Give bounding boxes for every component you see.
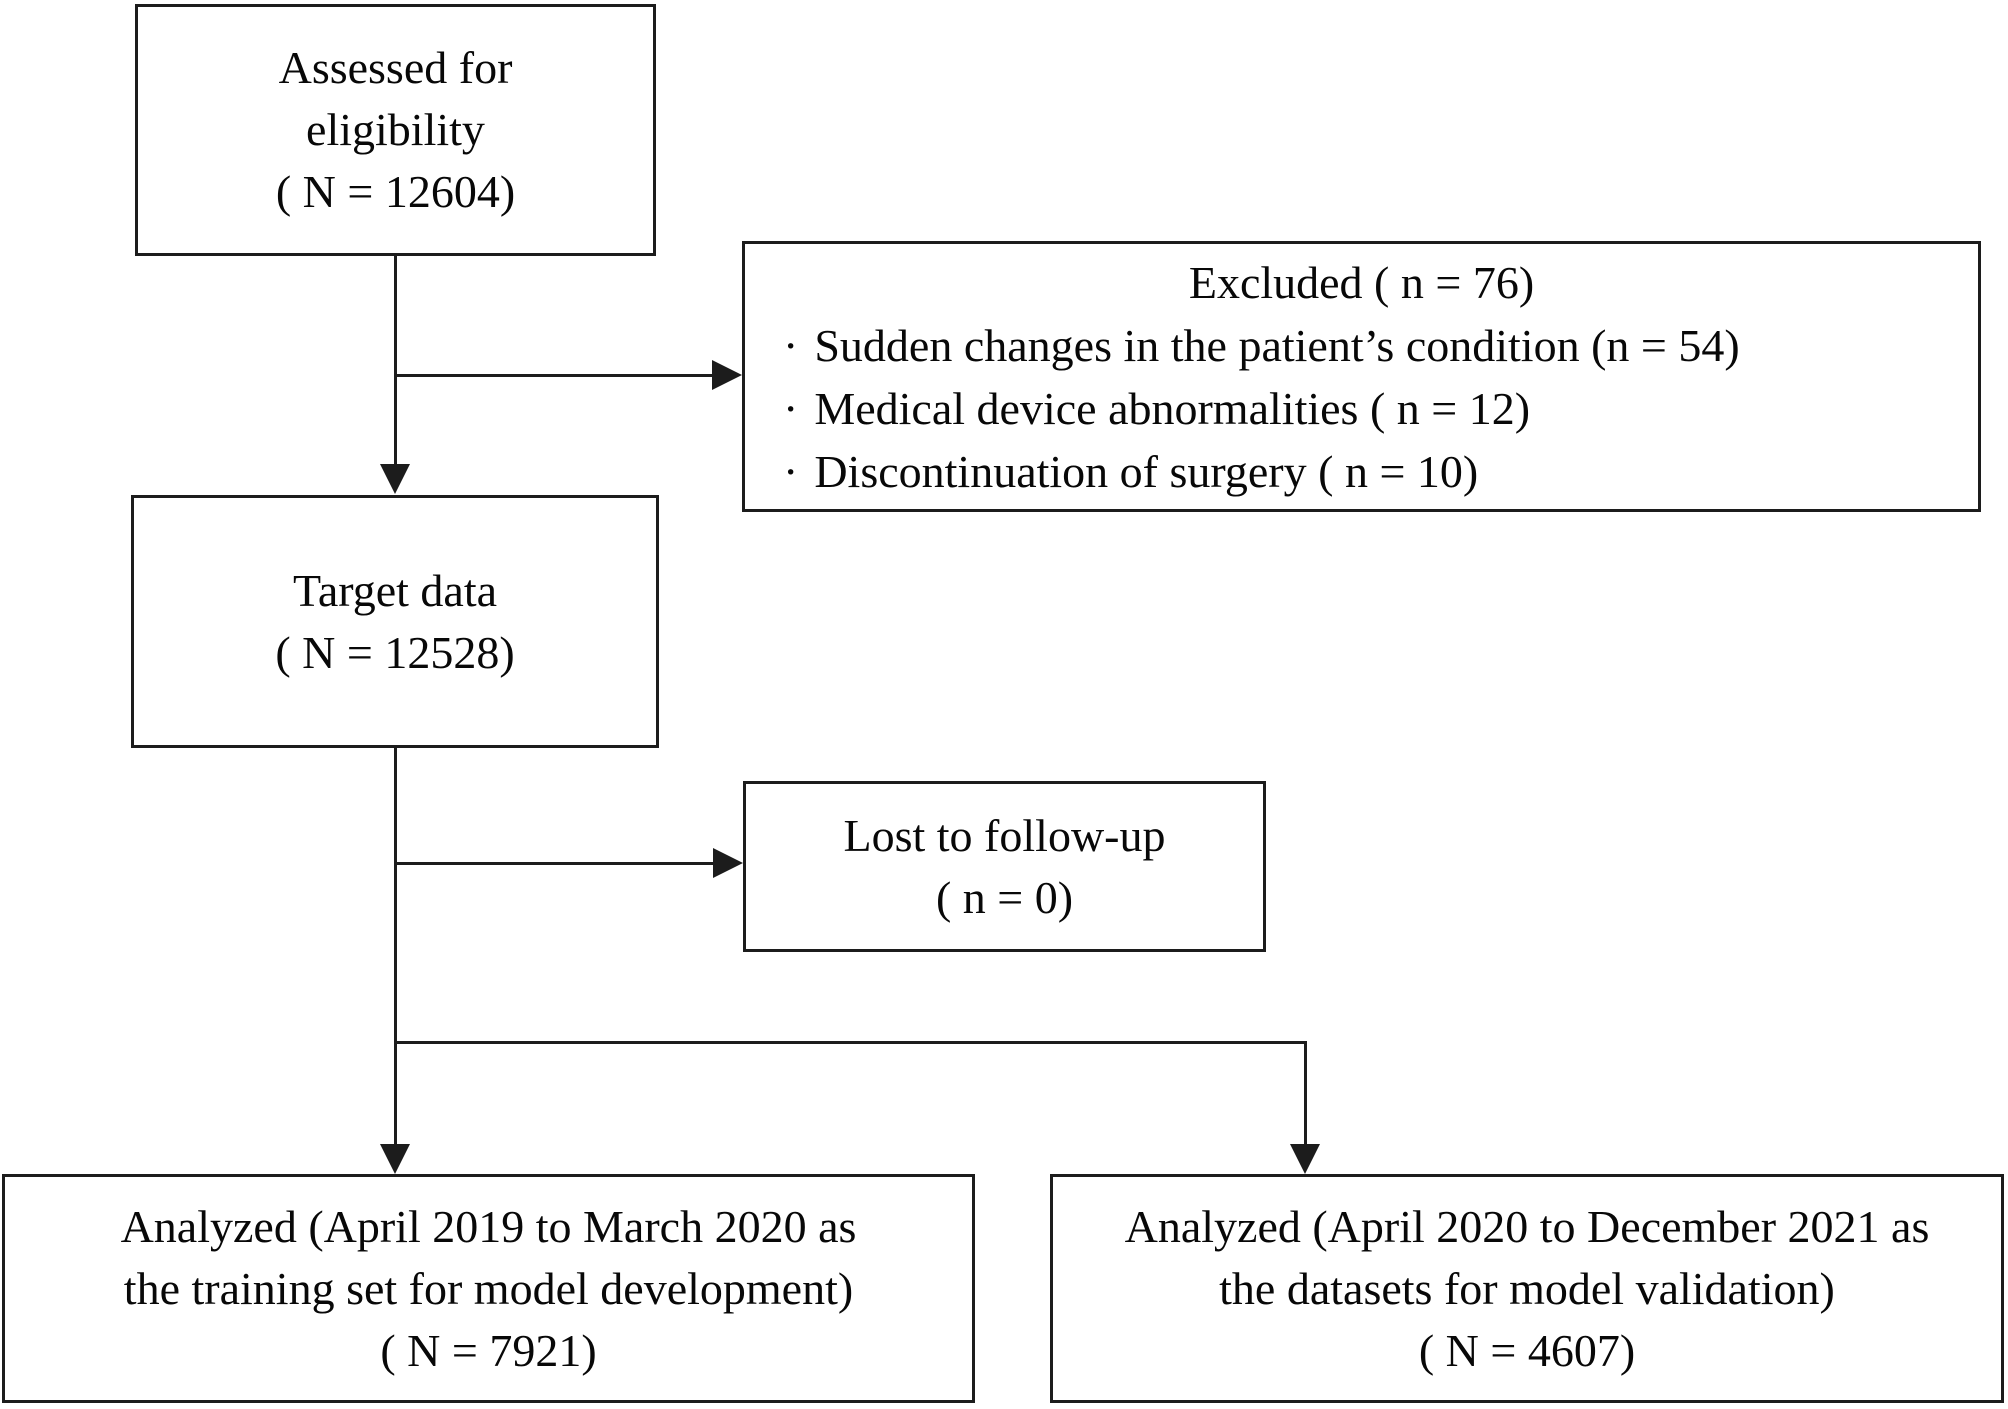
analyzed-training-line: the training set for model development): [123, 1262, 854, 1314]
excluded-box: Excluded ( n = 76) · Sudden changes in t…: [742, 241, 1981, 512]
excluded-item-text: Sudden changes in the patient’s conditio…: [814, 319, 1740, 371]
analyzed-validation-line: the datasets for model validation): [1219, 1262, 1835, 1314]
lost-to-followup-box: Lost to follow-up ( n = 0): [743, 781, 1266, 952]
assessed-line: eligibility: [306, 104, 485, 155]
assessed-count: ( N = 12604): [275, 166, 516, 217]
bullet-icon: ·: [783, 319, 799, 371]
connector-branch-to-validation: [1304, 1041, 1307, 1144]
target-count: ( N = 12528): [275, 626, 515, 678]
lost-count: ( n = 0): [935, 871, 1074, 923]
analyzed-validation-box: Analyzed (April 2020 to December 2021 as…: [1050, 1174, 2004, 1403]
arrowhead-into-analyzed-training-icon: [380, 1144, 410, 1174]
analyzed-training-count: ( N = 7921): [380, 1324, 597, 1376]
connector-assessed-to-target: [394, 256, 397, 466]
arrowhead-into-excluded-icon: [712, 360, 742, 390]
lost-line: Lost to follow-up: [843, 809, 1166, 861]
excluded-item: · Medical device abnormalities ( n = 12): [745, 377, 1978, 440]
target-line: Target data: [292, 564, 498, 616]
arrowhead-into-target-icon: [380, 464, 410, 494]
assessed-line: Assessed for: [278, 42, 513, 93]
excluded-item-text: Discontinuation of surgery ( n = 10): [814, 445, 1479, 497]
target-data-box: Target data ( N = 12528): [131, 495, 659, 748]
connector-branch-horizontal: [394, 1041, 1307, 1044]
arrowhead-into-analyzed-validation-icon: [1290, 1144, 1320, 1174]
analyzed-validation-line: Analyzed (April 2020 to December 2021 as: [1124, 1200, 1930, 1252]
excluded-item-text: Medical device abnormalities ( n = 12): [814, 382, 1531, 434]
arrowhead-into-lost-icon: [713, 848, 743, 878]
analyzed-training-line: Analyzed (April 2019 to March 2020 as: [120, 1200, 857, 1252]
connector-target-to-analyzed: [394, 748, 397, 1144]
bullet-icon: ·: [783, 382, 799, 434]
connector-to-lost: [394, 862, 713, 865]
excluded-item: · Sudden changes in the patient’s condit…: [745, 314, 1978, 377]
excluded-title: Excluded ( n = 76): [1188, 256, 1535, 308]
connector-to-excluded: [394, 374, 714, 377]
analyzed-training-box: Analyzed (April 2019 to March 2020 as th…: [2, 1174, 975, 1403]
bullet-icon: ·: [783, 445, 799, 497]
assessed-box: Assessed for eligibility ( N = 12604): [135, 4, 656, 256]
excluded-item: · Discontinuation of surgery ( n = 10): [745, 440, 1978, 503]
analyzed-validation-count: ( N = 4607): [1418, 1324, 1636, 1376]
